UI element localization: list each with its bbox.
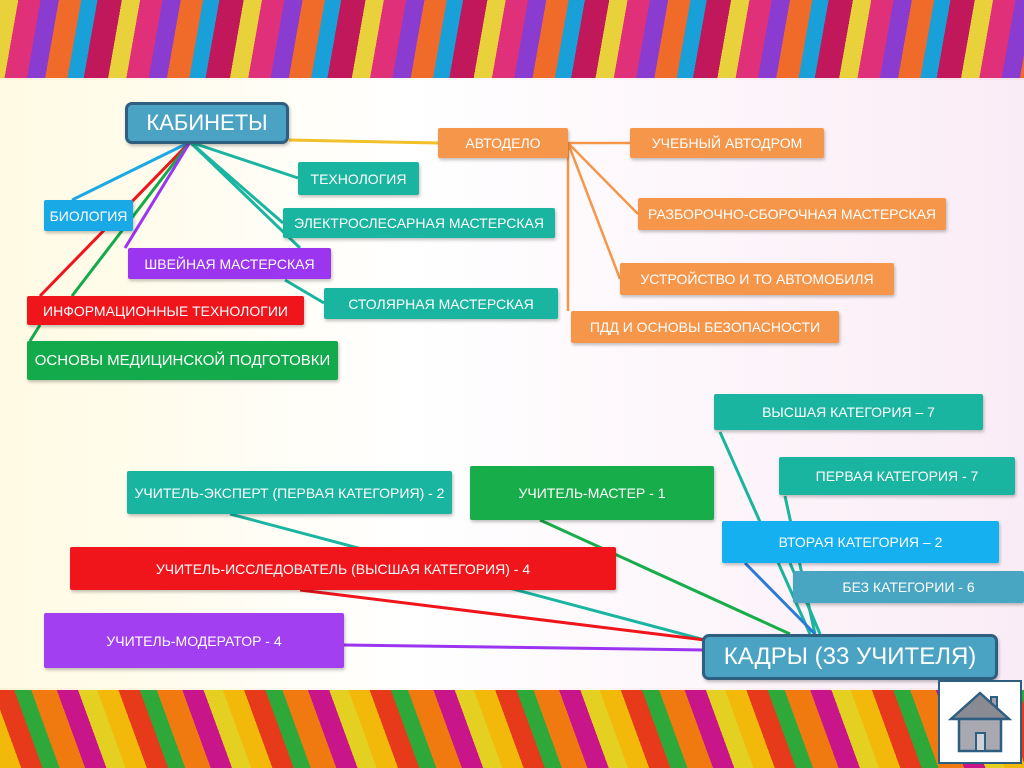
cabinet-node[interactable]: ИНФОРМАЦИОННЫЕ ТЕХНОЛОГИИ [27, 296, 304, 325]
avtodelo-item-node[interactable]: УЧЕБНЫЙ АВТОДРОМ [630, 128, 824, 158]
role-node[interactable]: УЧИТЕЛЬ-МОДЕРАТОР - 4 [44, 613, 344, 668]
role-node[interactable]: УЧИТЕЛЬ-ИССЛЕДОВАТЕЛЬ (ВЫСШАЯ КАТЕГОРИЯ)… [70, 547, 616, 590]
cabinet-node[interactable]: БИОЛОГИЯ [44, 200, 133, 231]
avtodelo-node[interactable]: АВТОДЕЛО [438, 128, 568, 158]
cabinet-node[interactable]: ЭЛЕКТРОСЛЕСАРНАЯ МАСТЕРСКАЯ [283, 208, 555, 238]
avtodelo-item-node[interactable]: УСТРОЙСТВО И ТО АВТОМОБИЛЯ [620, 263, 894, 295]
cabinet-node[interactable]: ОСНОВЫ МЕДИЦИНСКОЙ ПОДГОТОВКИ [27, 341, 338, 380]
category-node[interactable]: ВЫСШАЯ КАТЕГОРИЯ – 7 [714, 394, 983, 430]
home-icon [947, 691, 1013, 753]
cabinet-node[interactable]: ТЕХНОЛОГИЯ [298, 162, 419, 195]
cabinet-node[interactable]: СТОЛЯРНАЯ МАСТЕРСКАЯ [324, 288, 558, 319]
category-node[interactable]: ПЕРВАЯ КАТЕГОРИЯ - 7 [779, 457, 1015, 495]
staff-root-node[interactable]: КАДРЫ (33 УЧИТЕЛЯ) [702, 634, 998, 680]
cabinet-node[interactable]: ШВЕЙНАЯ МАСТЕРСКАЯ [128, 248, 331, 279]
role-node[interactable]: УЧИТЕЛЬ-МАСТЕР - 1 [470, 466, 714, 520]
category-node[interactable]: ВТОРАЯ КАТЕГОРИЯ – 2 [722, 521, 999, 563]
role-node[interactable]: УЧИТЕЛЬ-ЭКСПЕРТ (ПЕРВАЯ КАТЕГОРИЯ) - 2 [127, 471, 452, 514]
decorative-background-bottom [0, 688, 1024, 768]
avtodelo-item-node[interactable]: ПДД И ОСНОВЫ БЕЗОПАСНОСТИ [571, 311, 839, 343]
category-node[interactable]: БЕЗ КАТЕГОРИИ - 6 [793, 571, 1024, 603]
decorative-background-top [0, 0, 1024, 80]
home-button[interactable] [938, 680, 1022, 764]
avtodelo-item-node[interactable]: РАЗБОРОЧНО-СБОРОЧНАЯ МАСТЕРСКАЯ [638, 198, 946, 230]
connector [288, 138, 439, 145]
cabinets-root-node[interactable]: КАБИНЕТЫ [125, 102, 289, 144]
